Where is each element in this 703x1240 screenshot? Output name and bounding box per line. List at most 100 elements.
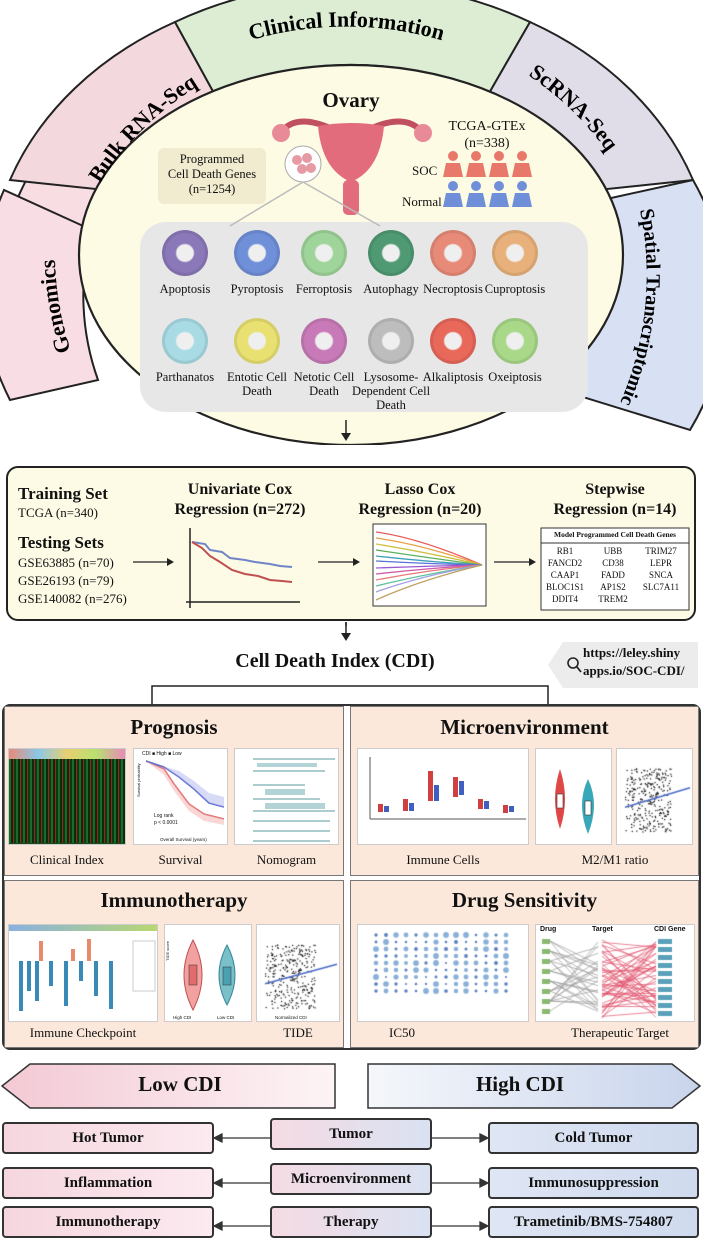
cell-name-9: Netotic Cell Death — [293, 370, 355, 398]
uterus-icon — [272, 118, 432, 215]
tcga-gtex-label: TCGA-GTEx (n=338) — [432, 118, 542, 152]
arrow-down-icon — [341, 622, 351, 641]
trametinib-box: Trametinib/BMS-754807 — [488, 1206, 699, 1238]
survival-thumb: CDI ■ High ■ Low Survival probability Lo… — [133, 748, 228, 845]
cell-name-6: Cuproptosis — [484, 282, 546, 296]
microenvironment-box: Microenvironment — [270, 1163, 432, 1195]
nomogram-label: Nomogram — [256, 852, 317, 867]
cell-icon-6 — [492, 230, 538, 276]
lasso-plot-icon — [372, 523, 487, 607]
cell-icon-4 — [368, 230, 414, 276]
pvalue-label: p < 0.0001 — [154, 820, 178, 826]
scatter-thumb — [616, 748, 694, 846]
testing-title: Testing Sets — [18, 533, 104, 552]
cell-icon-7 — [162, 318, 208, 364]
cell-name-12: Oxeiptosis — [488, 370, 542, 384]
normal-people-icon — [443, 181, 532, 207]
immunotherapy-box: Immunotherapy — [2, 1206, 214, 1238]
ovary-title: Ovary — [322, 88, 380, 112]
cell-name-1: Apoptosis — [159, 282, 211, 296]
pcd-genes-box: Programmed Cell Death Genes (n=1254) — [158, 148, 266, 204]
heatmap-thumb — [8, 748, 126, 845]
violin-thumb — [535, 748, 612, 845]
inflammation-box: Inflammation — [2, 1167, 214, 1199]
cdi-bracket — [151, 685, 549, 704]
cell-icon-12 — [492, 318, 538, 364]
cell-name-5: Necroptosis — [423, 282, 483, 296]
immune-checkpoint-label: Immune Checkpoint — [29, 1025, 137, 1040]
tcga-line2: (n=338) — [464, 136, 510, 151]
training-title: Training Set — [18, 484, 108, 503]
tide-scatter-thumb: Normalized CDI — [256, 924, 341, 1023]
cell-icon-10 — [368, 318, 414, 364]
cdi-gene-hdr: CDI Gene — [654, 926, 686, 933]
pcd-line3: (n=1254) — [188, 182, 236, 196]
gene-cell: AP1S2 — [600, 582, 626, 592]
survival-legend: CDI ■ High ■ Low — [142, 751, 182, 757]
cell-icon-2 — [234, 230, 280, 276]
cdi-title: Cell Death Index (CDI) — [235, 650, 435, 672]
cell-name-7: Parthanatos — [155, 370, 215, 384]
survival-xlabel: Overall Survival (years) — [160, 837, 207, 842]
cell-name-10: Lysosome-Dependent Cell Death — [351, 370, 431, 412]
target-hdr: Target — [592, 926, 613, 933]
url-text[interactable]: https://leley.shiny apps.io/SOC-CDI/ — [583, 644, 685, 680]
therapeutic-target-label: Therapeutic Target — [571, 1025, 669, 1040]
pcd-line2: Cell Death Genes — [167, 167, 257, 181]
logrank-label: Log rank — [154, 813, 174, 819]
univariate-line2: Regression (n=272) — [174, 501, 306, 518]
low-cdi-label: Low CDI — [138, 1072, 222, 1096]
clinical-index-label: Clinical Index — [29, 852, 104, 867]
cell-name-2: Pyroptosis — [230, 282, 284, 296]
immune-cells-thumb — [357, 748, 529, 845]
cell-icon-1 — [162, 230, 208, 276]
immune-cells-label: Immune Cells — [406, 852, 480, 867]
nomogram-thumb — [234, 748, 339, 845]
testing-set-1: GSE63885 (n=70) — [18, 555, 114, 570]
gene-cell: BLOC1S1 — [545, 582, 584, 592]
prognosis-title: Prognosis — [130, 715, 218, 739]
ic50-thumb — [357, 924, 530, 1023]
lasso-line2: Regression (n=20) — [358, 501, 482, 518]
m2m1-label: M2/M1 ratio — [581, 852, 649, 867]
microenvironment-title: Microenvironment — [440, 715, 609, 739]
immunotherapy-title: Immunotherapy — [100, 888, 248, 912]
cell-icon-8 — [234, 318, 280, 364]
univariate-title: Univariate Cox Regression (n=272) — [165, 480, 315, 520]
univariate-line1: Univariate Cox — [187, 481, 293, 498]
tide-label: TIDE — [283, 1025, 313, 1040]
workflow-graphics — [133, 523, 690, 626]
pcd-line1: Programmed — [179, 152, 245, 166]
stepwise-title: Stepwise Regression (n=14) — [545, 480, 685, 520]
gene-cell: TREM2 — [598, 594, 628, 604]
km-curve-icon — [186, 528, 300, 608]
tcga-line1: TCGA-GTEx — [448, 119, 526, 134]
ic50-label: IC50 — [389, 1025, 415, 1040]
cold-tumor-box: Cold Tumor — [488, 1122, 699, 1154]
drug-sensitivity-title: Drug Sensitivity — [451, 888, 598, 912]
cell-name-3: Ferroptosis — [295, 282, 353, 296]
cell-name-11: Alkaliptosis — [422, 370, 484, 384]
drug-hdr: Drug — [540, 926, 557, 933]
gene-table-title: Model Programmed Cell Death Genes — [554, 530, 676, 539]
gene-cell: SNCA — [648, 570, 673, 580]
cell-icon-5 — [430, 230, 476, 276]
cell-icon-3 — [301, 230, 347, 276]
gene-cell: FANCD2 — [547, 558, 583, 568]
lasso-line1: Lasso Cox — [384, 481, 456, 498]
search-icon — [567, 657, 582, 673]
training-set: TCGA (n=340) — [18, 505, 98, 520]
comparison-graphics — [0, 1063, 702, 1232]
url-line2[interactable]: apps.io/SOC-CDI/ — [583, 663, 685, 678]
stepwise-line1: Stepwise — [585, 481, 645, 498]
high-cdi-label: High CDI — [475, 1072, 565, 1096]
zoom-cell-icon — [284, 145, 322, 183]
soc-people-icon — [443, 151, 532, 177]
url-line1[interactable]: https://leley.shiny — [583, 645, 681, 660]
gene-cell: LEPR — [649, 558, 672, 568]
survival-label: Survival — [158, 852, 203, 867]
therapeutic-target-thumb: Drug Target CDI Gene — [535, 924, 696, 1023]
testing-set-3: GSE140082 (n=276) — [18, 591, 127, 606]
immunosuppression-box: Immunosuppression — [488, 1167, 699, 1199]
url-banner[interactable] — [548, 642, 698, 688]
